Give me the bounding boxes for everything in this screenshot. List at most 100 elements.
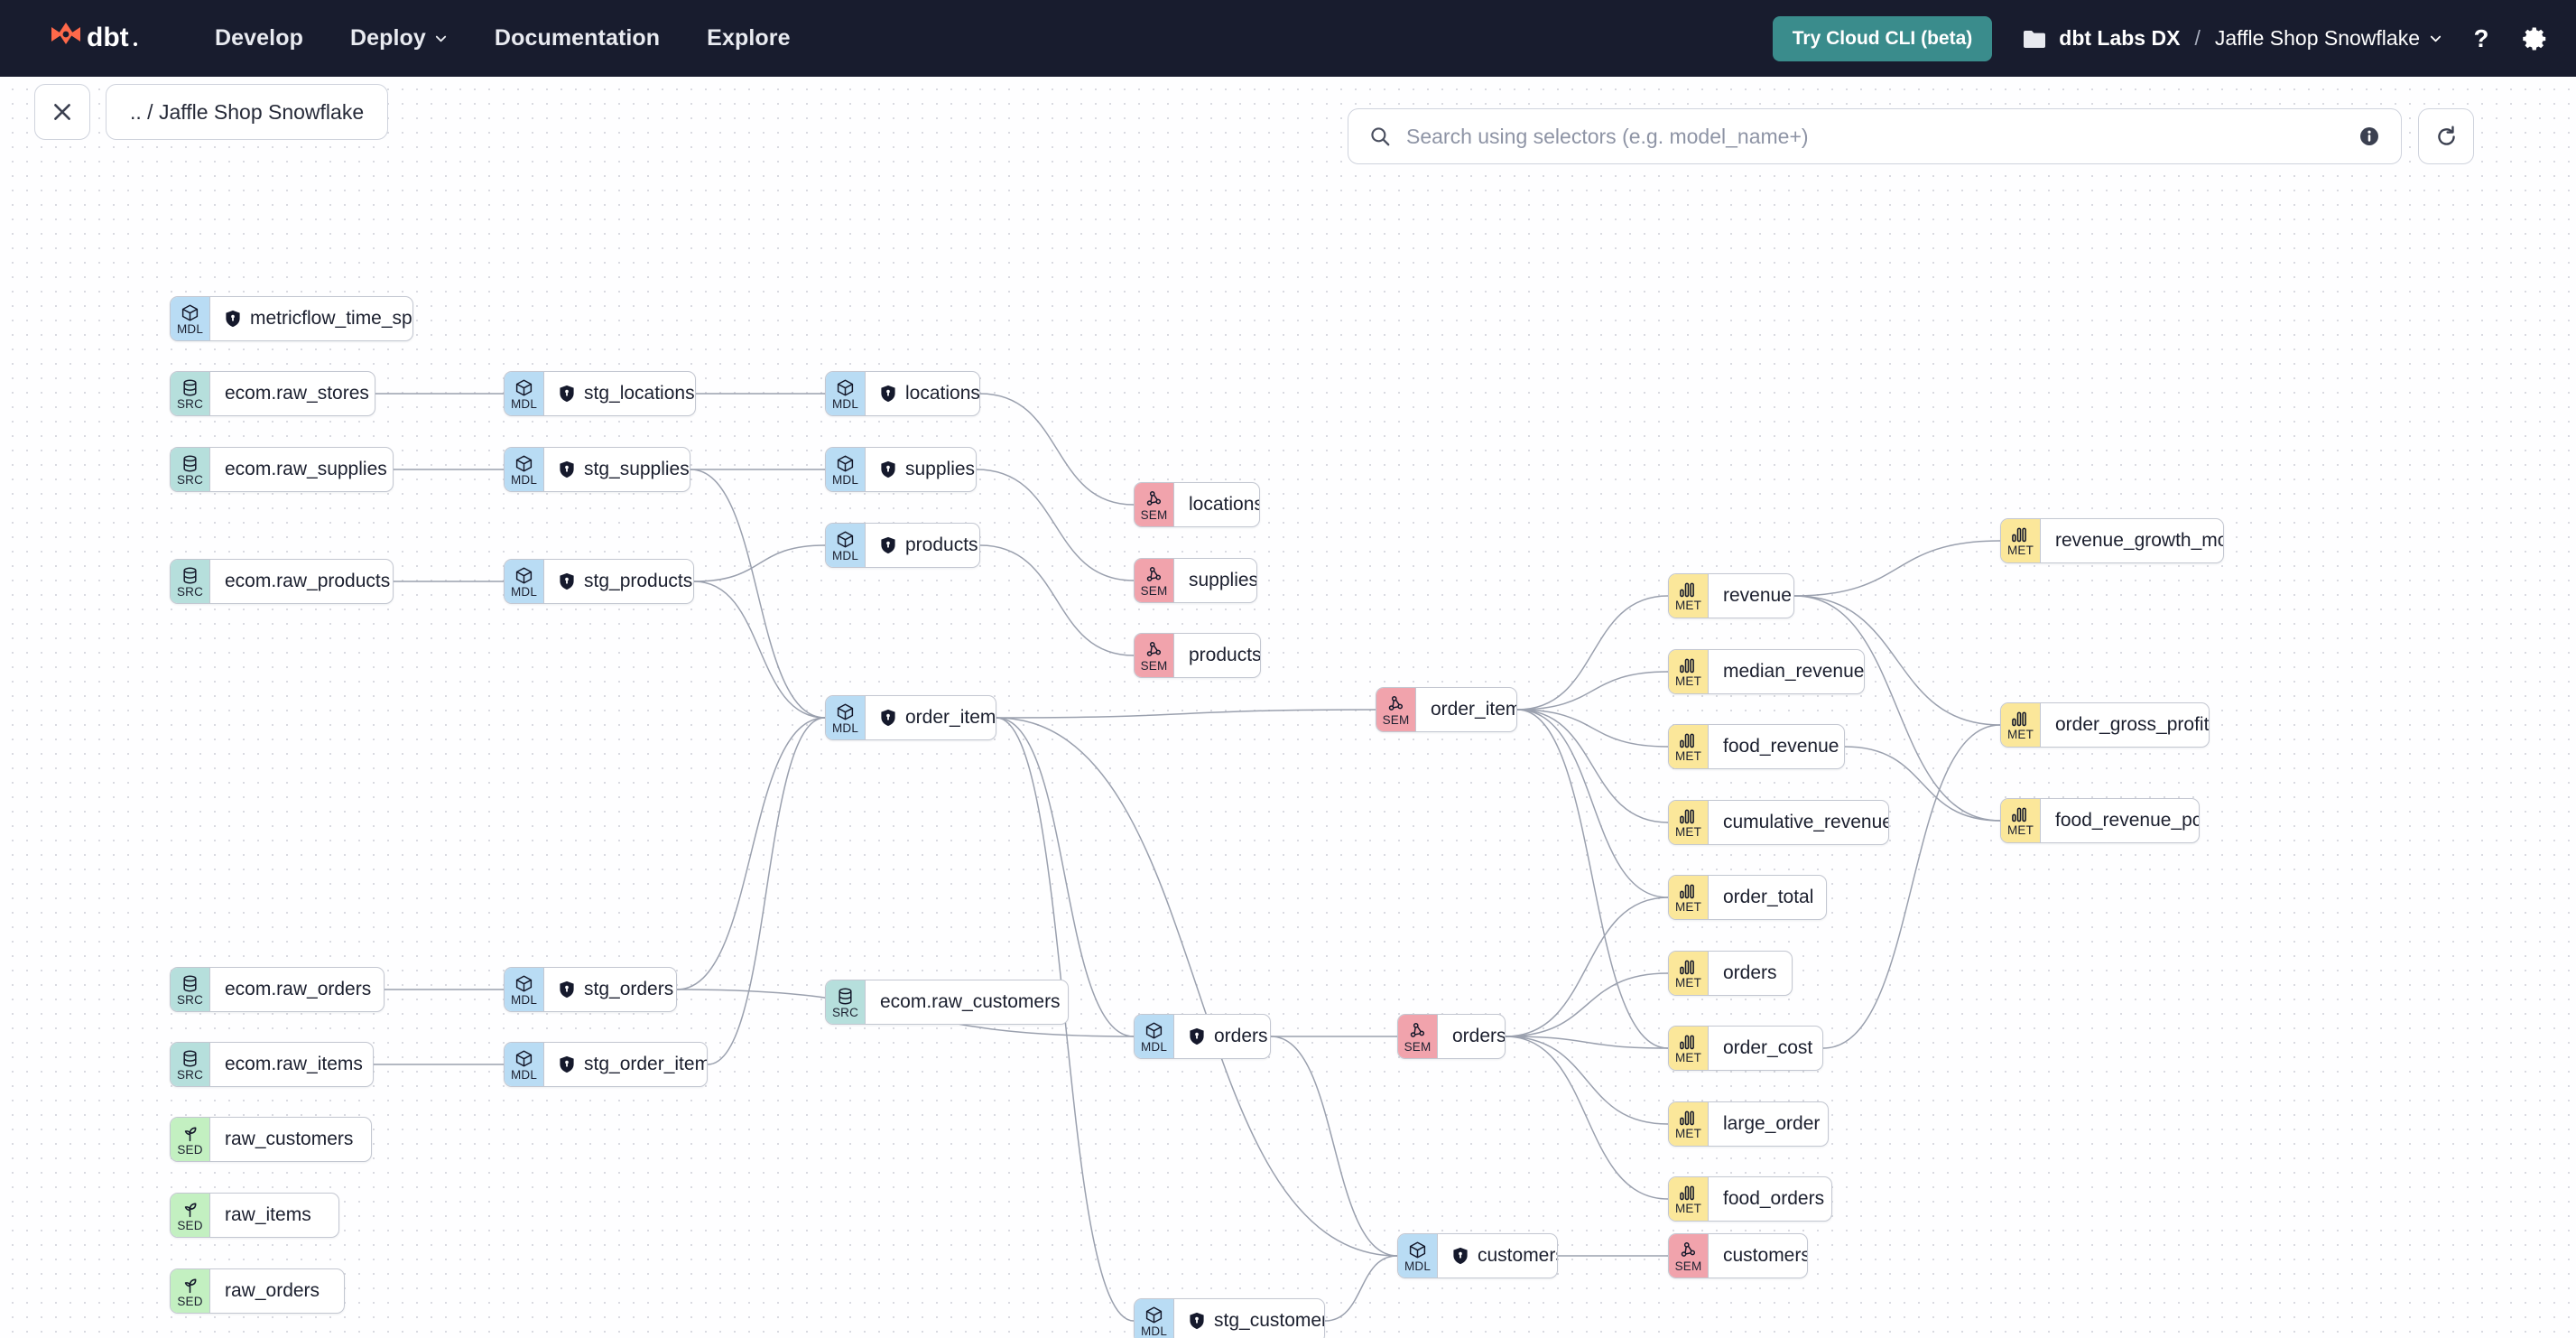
lineage-edges <box>374 393 2001 1322</box>
lineage-edge <box>996 717 1135 1037</box>
node-type-label: MDL <box>1140 1039 1168 1054</box>
node-name-text: locations <box>1189 494 1260 515</box>
project-selector[interactable]: Jaffle Shop Snowflake <box>2215 26 2442 51</box>
nav-item-documentation[interactable]: Documentation <box>471 16 683 60</box>
lineage-node-sem-locations[interactable]: SEM locations <box>1134 482 1260 527</box>
node-label: ecom.raw_orders <box>210 968 384 1011</box>
node-name-text: ecom.raw_supplies <box>225 459 387 479</box>
node-type-badge-mdl: MDL <box>505 448 544 491</box>
database-icon <box>181 1049 199 1068</box>
node-name-text: order_cost <box>1723 1037 1813 1058</box>
node-type-badge-met: MET <box>1669 1102 1709 1146</box>
nav-item-explore[interactable]: Explore <box>683 16 813 60</box>
account-breadcrumb: dbt Labs DX / Jaffle Shop Snowflake <box>2023 26 2442 51</box>
search-icon <box>1371 127 1390 146</box>
help-question-icon: ? <box>2474 25 2489 52</box>
dbt-logo[interactable]: dbt <box>47 19 141 59</box>
refresh-button[interactable] <box>2418 108 2474 164</box>
help-button[interactable]: ? <box>2466 23 2497 54</box>
node-type-label: MET <box>1674 749 1702 763</box>
lineage-edge <box>1505 897 1669 1037</box>
node-type-label: SRC <box>176 584 204 599</box>
cube-icon <box>836 702 855 721</box>
account-name[interactable]: dbt Labs DX <box>2059 26 2181 50</box>
breadcrumb-button[interactable]: .. / Jaffle Shop Snowflake <box>106 84 389 140</box>
node-label: food_orders <box>1709 1177 1831 1221</box>
shield-badge-icon <box>1190 1312 1204 1330</box>
lineage-edge <box>1505 972 1669 1037</box>
node-type-badge-src: SRC <box>171 372 210 415</box>
search-container[interactable] <box>1348 108 2402 164</box>
database-icon <box>181 378 199 397</box>
node-type-badge-mdl: MDL <box>826 448 866 491</box>
lineage-edge <box>1324 1255 1398 1322</box>
node-label: stg_order_items <box>544 1043 708 1086</box>
settings-button[interactable] <box>2520 23 2551 54</box>
node-type-label: SRC <box>831 1005 859 1019</box>
node-type-badge-sed: SED <box>171 1269 210 1313</box>
try-cloud-cli-button[interactable]: Try Cloud CLI (beta) <box>1772 15 1993 61</box>
bar-chart-icon <box>1679 656 1698 674</box>
nav-item-develop[interactable]: Develop <box>191 16 327 60</box>
node-type-badge-sem: SEM <box>1135 483 1174 526</box>
node-label: median_revenue <box>1709 650 1864 693</box>
node-label: ecom.raw_supplies <box>210 448 393 491</box>
nav-item-deploy[interactable]: Deploy <box>327 16 471 60</box>
node-type-label: SEM <box>1140 658 1168 673</box>
node-type-badge-sem: SEM <box>1669 1234 1709 1278</box>
close-x-icon <box>54 104 70 120</box>
node-type-label: MDL <box>510 472 538 487</box>
node-label: orders <box>1438 1015 1505 1058</box>
lineage-canvas[interactable]: MDLmetricflow_time_spineSRCecom.raw_stor… <box>0 77 2576 1338</box>
node-name-text: stg_order_items <box>584 1054 708 1074</box>
node-type-label: SRC <box>176 1067 204 1082</box>
search-input[interactable] <box>1406 124 2343 149</box>
node-label: orders <box>1174 1015 1270 1058</box>
lineage-node-orders-mdl[interactable]: MDL orders <box>1134 1014 1271 1059</box>
node-type-badge-mdl: MDL <box>505 968 544 1011</box>
node-label: locations <box>1174 483 1260 526</box>
info-circle-icon[interactable] <box>2358 125 2381 148</box>
close-lineage-button[interactable] <box>34 84 90 140</box>
node-name-text: metricflow_time_spine <box>250 308 412 329</box>
node-type-label: MDL <box>510 992 538 1007</box>
